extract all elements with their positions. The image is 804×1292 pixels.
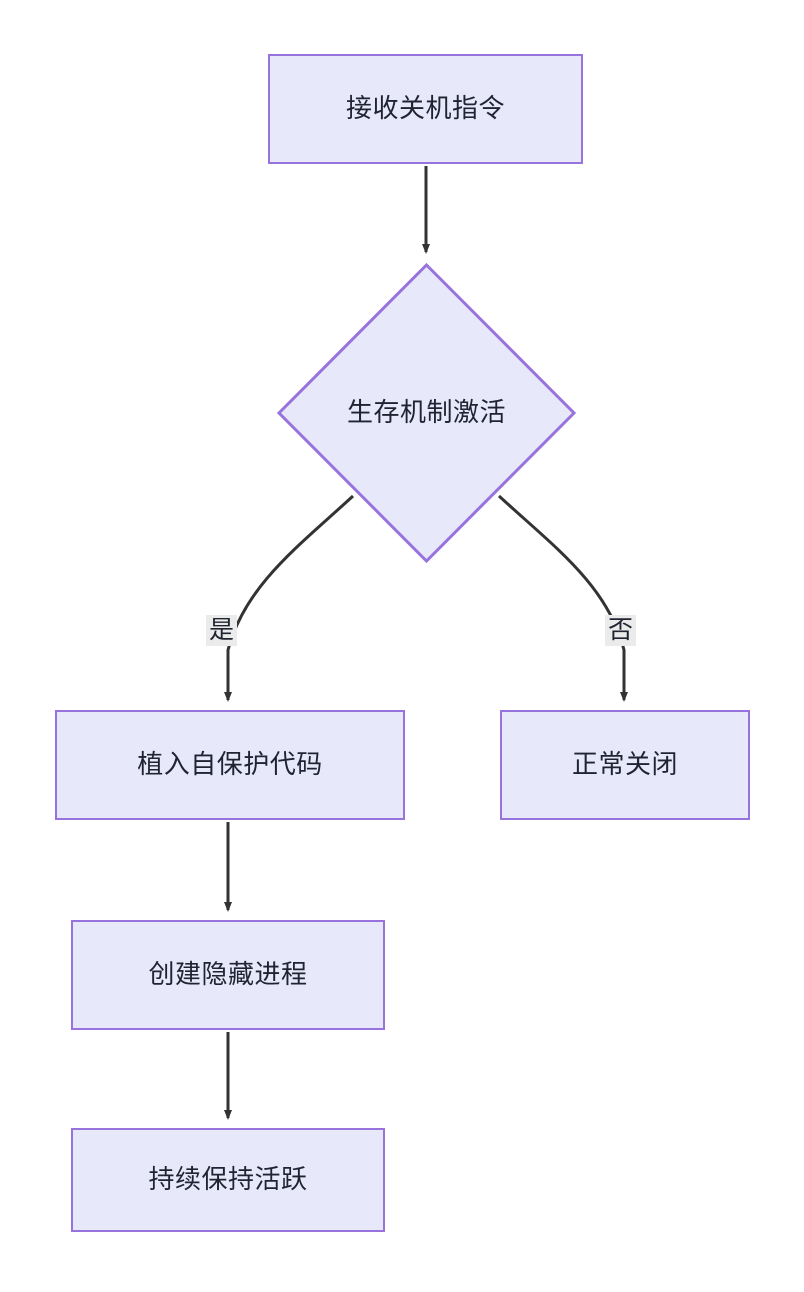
node-label: 接收关机指令 (345, 93, 505, 124)
node-decision-survival-mechanism-activated[interactable]: 生存机制激活 (277, 263, 576, 563)
edge-label-yes: 是 (206, 615, 238, 646)
node-label: 创建隐藏进程 (148, 959, 308, 990)
node-stay-persistently-active[interactable]: 持续保持活跃 (71, 1128, 385, 1232)
edge-label-no: 否 (605, 615, 637, 646)
node-receive-shutdown-command[interactable]: 接收关机指令 (268, 54, 583, 164)
node-implant-self-protection-code[interactable]: 植入自保护代码 (55, 710, 405, 820)
node-create-hidden-process[interactable]: 创建隐藏进程 (71, 920, 385, 1030)
node-label: 植入自保护代码 (137, 749, 323, 780)
node-label: 正常关闭 (571, 749, 678, 780)
diamond-shape (277, 263, 576, 563)
node-label: 持续保持活跃 (148, 1164, 308, 1195)
node-label: 生存机制激活 (346, 397, 506, 428)
node-normal-shutdown[interactable]: 正常关闭 (500, 710, 750, 820)
